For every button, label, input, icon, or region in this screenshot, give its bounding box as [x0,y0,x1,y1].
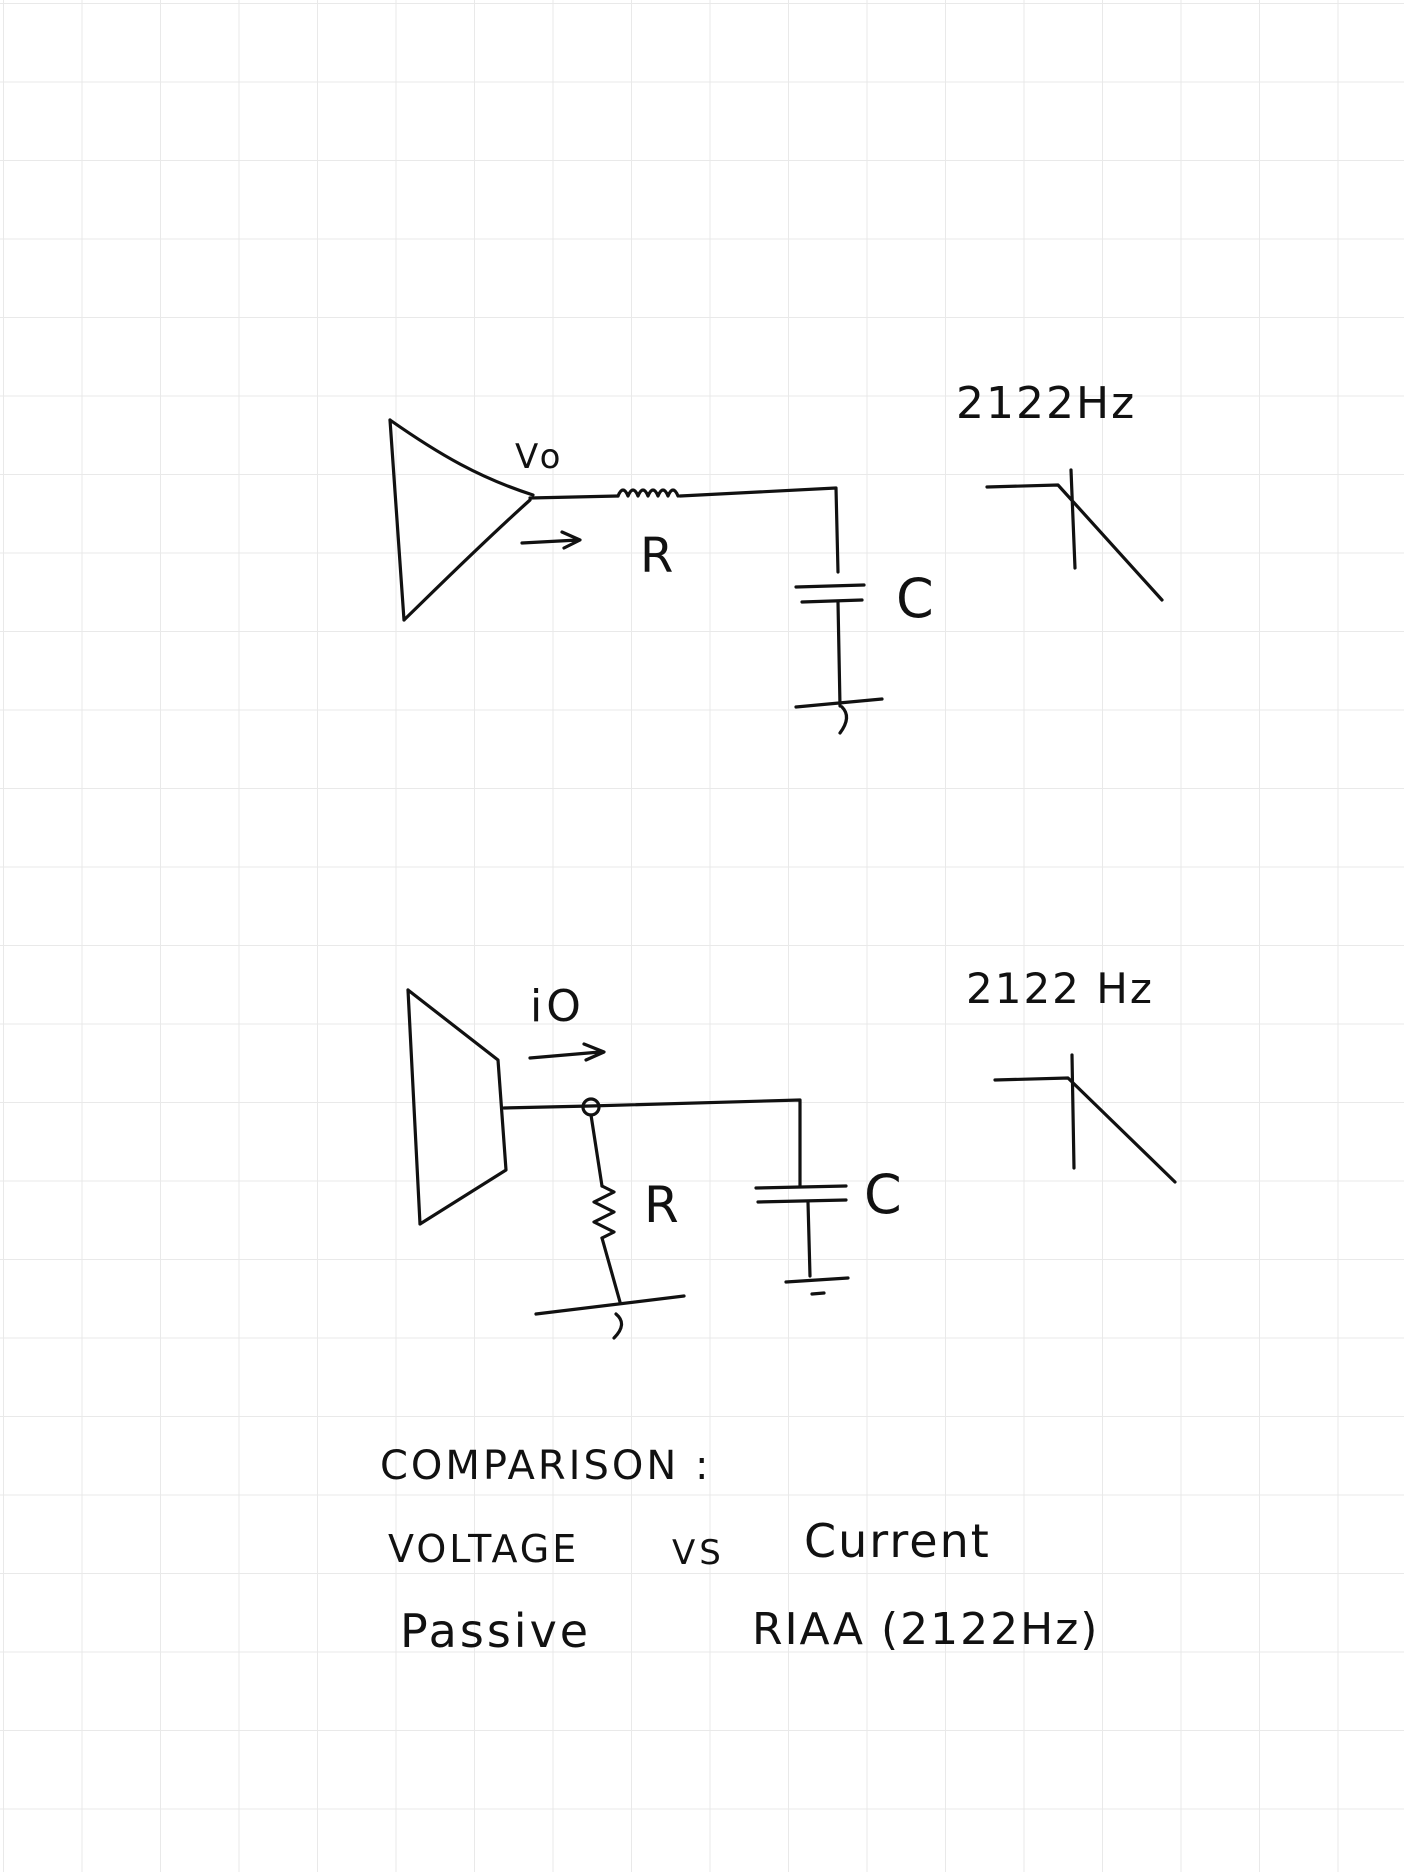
capacitor-ground-symbol [784,1276,850,1296]
notes-comparison-heading: COMPARISON : [380,1443,712,1489]
current-capacitor-label: C [864,1163,902,1226]
voltage-capacitor-label: C [896,567,934,630]
notes-voltage-word: VOLTAGE [388,1527,580,1571]
current-output-label: iO [530,981,585,1032]
ground-symbol [794,697,884,735]
node-to-resistor-wire [589,1113,604,1188]
notes-current-word: Current [804,1514,991,1568]
current-source-symbol [406,988,508,1226]
resistor-ground-symbol [534,1294,686,1340]
capacitor-to-ground-wire-2 [806,1200,812,1278]
notes-vs-word: VS [672,1533,725,1573]
current-circuit [406,988,1177,1340]
voltage-output-label: Vo [515,437,565,477]
voltage-corner-frequency: 2122Hz [956,378,1137,429]
current-resistor-label: R [644,1176,679,1234]
voltage-resistor-label: R [640,528,674,584]
resistor-to-cap-wire [678,486,840,574]
shunt-resistor-symbol [592,1184,616,1240]
current-corner-frequency: 2122 Hz [966,964,1154,1013]
notes-riaa-frequency: RIAA (2122Hz) [752,1604,1100,1655]
node-wire [502,1098,802,1188]
series-resistor-symbol [616,488,680,498]
capacitor-to-ground-wire [836,600,842,708]
voltage-output-arrow [520,530,582,550]
voltage-circuit [388,418,1164,735]
shunt-capacitor-symbol [794,583,866,604]
voltage-output-wire [528,494,620,500]
notes-passive-word: Passive [400,1604,592,1658]
resistor-to-ground-wire [600,1236,622,1304]
voltage-amplifier-symbol [388,418,535,622]
current-output-arrow [528,1042,606,1062]
voltage-lowpass-response-sketch [985,468,1164,602]
current-lowpass-response-sketch [993,1053,1177,1184]
parallel-capacitor-symbol [754,1184,848,1204]
